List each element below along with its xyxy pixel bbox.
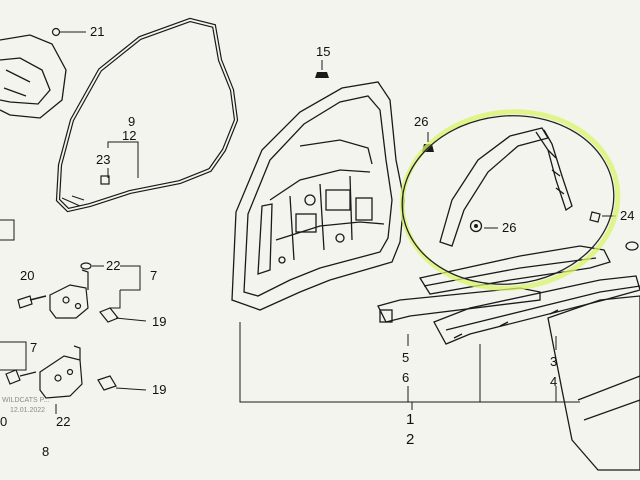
- door-shell: [231, 81, 405, 311]
- bolt-0-icon: [5, 369, 37, 385]
- label-19-lower: 19: [152, 382, 166, 397]
- lower-hinge: [39, 345, 83, 399]
- bottom-bracket-lines: [239, 322, 580, 410]
- end-cap-icon: [625, 241, 639, 251]
- upper-hinge: [49, 269, 89, 319]
- label-3: 3: [550, 354, 557, 369]
- label-26-top: 26: [414, 114, 428, 129]
- label-23: 23: [96, 152, 110, 167]
- label-8: 8: [42, 444, 49, 459]
- label-7-upper: 7: [150, 268, 157, 283]
- left-bracket-lines: [0, 219, 141, 414]
- glass-clip-icon: [51, 27, 86, 37]
- label-4: 4: [550, 374, 557, 389]
- label-1: 1: [406, 411, 414, 428]
- label-20: 20: [20, 268, 34, 283]
- door-weatherstrip: [55, 17, 239, 213]
- label-15: 15: [316, 44, 330, 59]
- label-7-lower: 7: [30, 340, 37, 355]
- door-sash-trim: [439, 127, 573, 247]
- label-12: 12: [122, 128, 136, 143]
- label-26-right: 26: [502, 220, 516, 235]
- nut-22-icon: [80, 262, 104, 270]
- bolt-19-upper-icon: [99, 307, 147, 323]
- label-6: 6: [402, 370, 409, 385]
- label-9: 9: [128, 114, 135, 129]
- label-2: 2: [406, 431, 414, 448]
- clip-23-icon: [100, 175, 110, 185]
- door-glass: [0, 34, 67, 119]
- pen-circle: [401, 115, 615, 285]
- label-0: 0: [0, 414, 7, 429]
- label-19-upper: 19: [152, 314, 166, 329]
- bolt-20-icon: [17, 295, 47, 309]
- label-22-upper: 22: [106, 258, 120, 273]
- side-sill-molding: [433, 275, 640, 345]
- watermark-line1: WILDCATS P...: [2, 397, 49, 404]
- bolt-19-lower-icon: [97, 375, 147, 391]
- label-21: 21: [90, 24, 104, 39]
- clip-15-icon: [315, 60, 329, 78]
- impact-beam: [377, 287, 541, 323]
- label-22-lower: 22: [56, 414, 70, 429]
- watermark-line2: 12.01.2022: [10, 407, 45, 414]
- door-panel-outer: [547, 295, 640, 471]
- label-5: 5: [402, 350, 409, 365]
- clip-26-right-icon: [469, 219, 498, 233]
- label-24: 24: [620, 208, 634, 223]
